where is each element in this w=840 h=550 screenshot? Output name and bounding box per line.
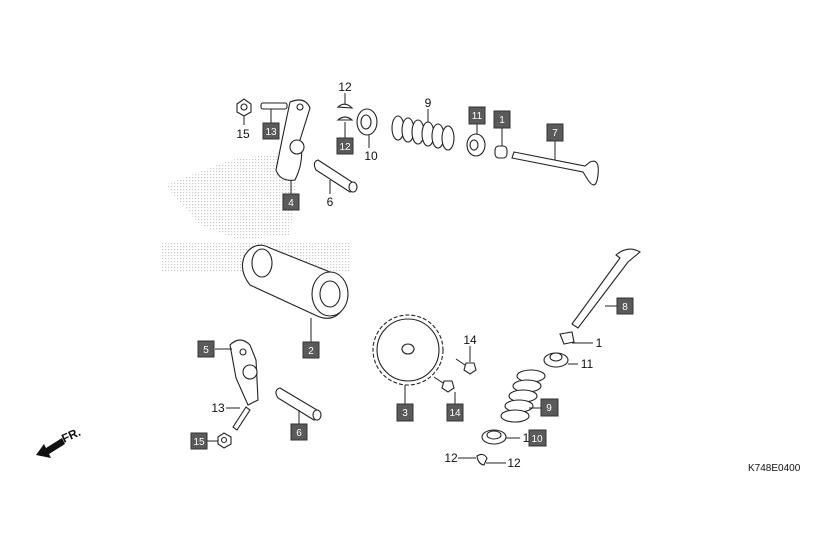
callout-boxed-4: 4 [282, 193, 300, 211]
leader-lines [207, 93, 617, 464]
spring-seat-10-top [356, 108, 378, 136]
valve-spring-9-bottom [500, 369, 546, 423]
spring-seat-10-bottom [481, 429, 507, 445]
svg-text:2: 2 [308, 346, 314, 357]
callout-12: 12 [338, 80, 352, 94]
front-label: FR. [59, 425, 82, 446]
valve-spring-9-top [391, 115, 455, 151]
callout-15: 15 [236, 127, 250, 141]
svg-text:12: 12 [339, 142, 351, 153]
svg-text:8: 8 [622, 302, 628, 313]
callout-9: 9 [425, 96, 432, 110]
stem-seal-1-bottom [559, 331, 575, 345]
front-direction-arrow-icon: FR. [36, 425, 83, 458]
nut-15-top [236, 98, 252, 117]
cotter-12-bottom [476, 453, 488, 466]
rocker-arm-5 [229, 339, 259, 406]
nut-15-bottom [217, 432, 232, 449]
callout-13: 13 [211, 401, 225, 415]
svg-text:1: 1 [499, 115, 505, 126]
camshaft-2 [241, 244, 349, 319]
retainer-11-top [466, 133, 486, 157]
bolt-13-bottom [232, 406, 251, 431]
callout-boxed-8: 8 [616, 297, 634, 315]
cam-sprocket-3 [372, 314, 444, 386]
svg-text:13: 13 [265, 127, 277, 138]
callout-boxed-5: 5 [197, 340, 215, 358]
retainer-11-bottom [543, 352, 569, 368]
stem-seal-1-top [494, 145, 508, 159]
callout-6: 6 [327, 195, 334, 209]
bolt-14-b [433, 376, 455, 393]
callout-boxed-14: 14 [446, 403, 464, 422]
svg-text:14: 14 [449, 408, 461, 419]
svg-text:3: 3 [402, 408, 408, 419]
valve-8 [571, 248, 641, 329]
callout-boxed-1: 1 [493, 110, 511, 129]
callout-1: 1 [596, 336, 603, 350]
callout-boxed-10: 10 [528, 429, 547, 447]
callout-1-partial: 1 [523, 431, 530, 445]
rocker-arm-4 [275, 99, 311, 181]
callout-14: 14 [463, 333, 477, 347]
svg-text:6: 6 [296, 428, 302, 439]
callout-boxed-6: 6 [290, 423, 308, 441]
diagram-code: K748E0400 [748, 463, 801, 474]
callout-boxed-11: 11 [468, 106, 486, 125]
callout-10: 10 [364, 149, 378, 163]
svg-text:15: 15 [193, 437, 205, 448]
callout-12-right: 12 [507, 456, 521, 470]
callout-boxed-3: 3 [396, 403, 414, 422]
svg-text:11: 11 [472, 111, 483, 122]
svg-text:5: 5 [203, 345, 209, 356]
callout-12-left: 12 [444, 451, 458, 465]
callout-boxed-12: 12 [336, 137, 354, 155]
shaft-6-bottom [275, 387, 322, 421]
svg-text:4: 4 [288, 198, 294, 209]
callout-boxed-13: 13 [262, 122, 280, 140]
valve-7 [511, 151, 599, 186]
callout-boxed-9: 9 [540, 398, 559, 417]
shaft-6-top [313, 159, 358, 193]
callout-boxed-2: 2 [302, 341, 320, 359]
svg-text:10: 10 [531, 434, 543, 445]
callout-11: 11 [581, 357, 594, 371]
callout-boxed-15: 15 [190, 432, 208, 450]
bolt-14-a [455, 358, 477, 375]
svg-text:7: 7 [552, 128, 558, 139]
bolt-13-top [260, 102, 288, 110]
svg-text:9: 9 [546, 403, 552, 414]
cotter-12-top [336, 103, 354, 121]
callout-boxed-7: 7 [546, 123, 564, 142]
